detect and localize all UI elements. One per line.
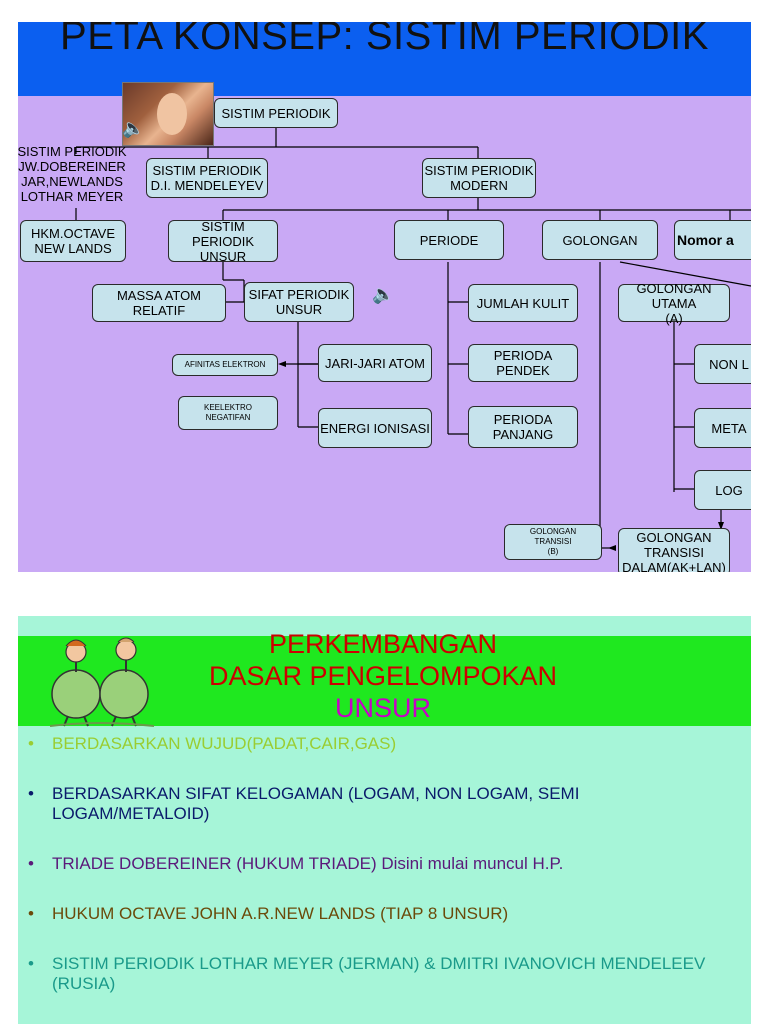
node-golongan-transisi-b: GOLONGAN TRANSISI (B) [504, 524, 602, 560]
bullet-text: HUKUM OCTAVE JOHN A.R.NEW LANDS (TIAP 8 … [52, 904, 509, 923]
node-nomor: Nomor a [674, 220, 751, 260]
node-sistim-periodik: SISTIM PERIODIK [214, 98, 338, 128]
portrait-image [122, 82, 214, 146]
title-line-2: DASAR PENGELOMPOKAN [208, 661, 558, 691]
bullet-text: BERDASARKAN WUJUD(PADAT,CAIR,GAS) [52, 734, 397, 753]
node-logam: LOG [694, 470, 751, 510]
node-early-systems: SISTIM PERIODIK JW.DOBEREINER JAR,NEWLAN… [18, 144, 127, 204]
cartoon-characters-image [49, 637, 155, 727]
bullet-text: SISTIM PERIODIK LOTHAR MEYER (JERMAN) & … [52, 954, 706, 993]
development-slide: PERKEMBANGAN DASAR PENGELOMPOKAN UNSUR •… [18, 616, 751, 1024]
node-perioda-pendek: PERIODA PENDEK [468, 344, 578, 382]
bullet-item: •BERDASARKAN SIFAT KELOGAMAN (LOGAM, NON… [28, 784, 580, 823]
node-octave: HKM.OCTAVE NEW LANDS [20, 220, 126, 262]
node-metaloid: META [694, 408, 751, 448]
bullet-text: TRIADE DOBEREINER (HUKUM TRIADE) Disini … [52, 854, 564, 873]
bullet-item: •TRIADE DOBEREINER (HUKUM TRIADE) Disini… [28, 854, 564, 873]
node-afinitas: AFINITAS ELEKTRON [172, 354, 278, 376]
title-line-3: UNSUR [334, 693, 431, 723]
node-unsur: SISTIM PERIODIK UNSUR [168, 219, 278, 264]
node-sifat-periodik: SIFAT PERIODIK UNSUR [244, 282, 354, 322]
node-golongan: GOLONGAN [542, 220, 658, 260]
node-periode: PERIODE [394, 220, 504, 260]
speaker-icon[interactable]: 🔈 [122, 118, 145, 138]
slide-title: PETA KONSEP: SISTIM PERIODIK [60, 22, 709, 58]
node-jari-jari: JARI-JARI ATOM [318, 344, 432, 382]
node-energi-ionisasi: ENERGI IONISASI [318, 408, 432, 448]
bullet-item: •BERDASARKAN WUJUD(PADAT,CAIR,GAS) [28, 734, 397, 753]
speaker-icon[interactable]: 🔈 [372, 284, 395, 304]
node-non-logam: NON L [694, 344, 751, 384]
node-massa-atom: MASSA ATOM RELATIF [92, 284, 226, 322]
node-jumlah-kulit: JUMLAH KULIT [468, 284, 578, 322]
bullet-list: •BERDASARKAN WUJUD(PADAT,CAIR,GAS) •BERD… [26, 734, 726, 994]
node-golongan-transisi-dalam: GOLONGAN TRANSISI DALAM(AK+LAN) [618, 528, 730, 572]
bullet-item: •SISTIM PERIODIK LOTHAR MEYER (JERMAN) &… [28, 954, 706, 993]
title-line-1: PERKEMBANGAN [268, 629, 498, 659]
bullet-text: BERDASARKAN SIFAT KELOGAMAN (LOGAM, NON … [52, 784, 580, 823]
connector-lines [75, 126, 751, 551]
node-mendeleyev: SISTIM PERIODIK D.I. MENDELEYEV [146, 158, 268, 198]
node-keelektronegatifan: KEELEKTRO NEGATIFAN [178, 396, 278, 430]
node-golongan-utama: GOLONGAN UTAMA (A) [618, 281, 730, 326]
node-modern: SISTIM PERIODIK MODERN [422, 158, 536, 198]
slide-title: PERKEMBANGAN DASAR PENGELOMPOKAN UNSUR [138, 628, 628, 724]
concept-map-slide: PETA KONSEP: SISTIM PERIODIK [18, 22, 751, 572]
bullet-item: •HUKUM OCTAVE JOHN A.R.NEW LANDS (TIAP 8… [28, 904, 509, 923]
node-perioda-panjang: PERIODA PANJANG [468, 406, 578, 448]
